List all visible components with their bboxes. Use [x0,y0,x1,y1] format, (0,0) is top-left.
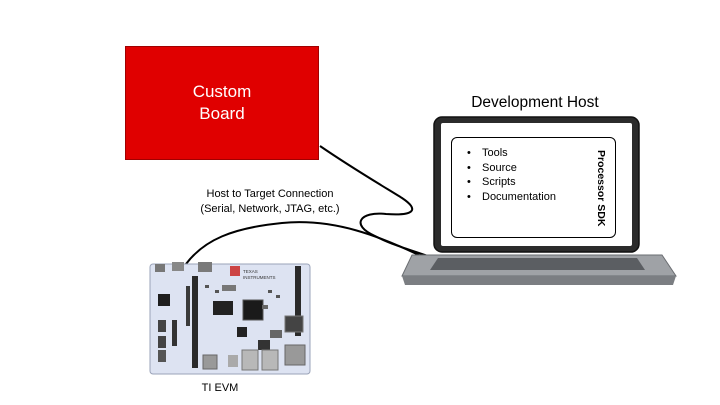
connection-label-line1: Host to Target Connection [206,188,334,200]
processor-sdk-label: Processor SDK [595,149,607,227]
ti-evm-label: TI EVM [201,382,239,394]
development-host-title: Development Host [471,94,599,111]
svg-text:TEXAS: TEXAS [243,269,258,274]
connection-label: Host to Target Connection (Serial, Netwo… [170,187,370,217]
svg-text:INSTRUMENTS: INSTRUMENTS [243,275,276,280]
custom-board-label-line2: Board [199,104,245,123]
sdk-item-source: Source [467,161,556,176]
connection-label-line2: (Serial, Network, JTAG, etc.) [200,203,340,215]
sdk-item-tools: Tools [467,146,556,161]
ti-evm-board: TEXAS INSTRUMENTS [149,262,311,375]
sdk-item-list: Tools Source Scripts Documentation [467,146,556,204]
custom-board-label-line1: Custom [192,82,252,101]
evm-cable [185,221,426,265]
sdk-item-scripts: Scripts [467,175,556,190]
custom-board-box: Custom Board [125,46,319,160]
sdk-item-documentation: Documentation [467,190,556,205]
